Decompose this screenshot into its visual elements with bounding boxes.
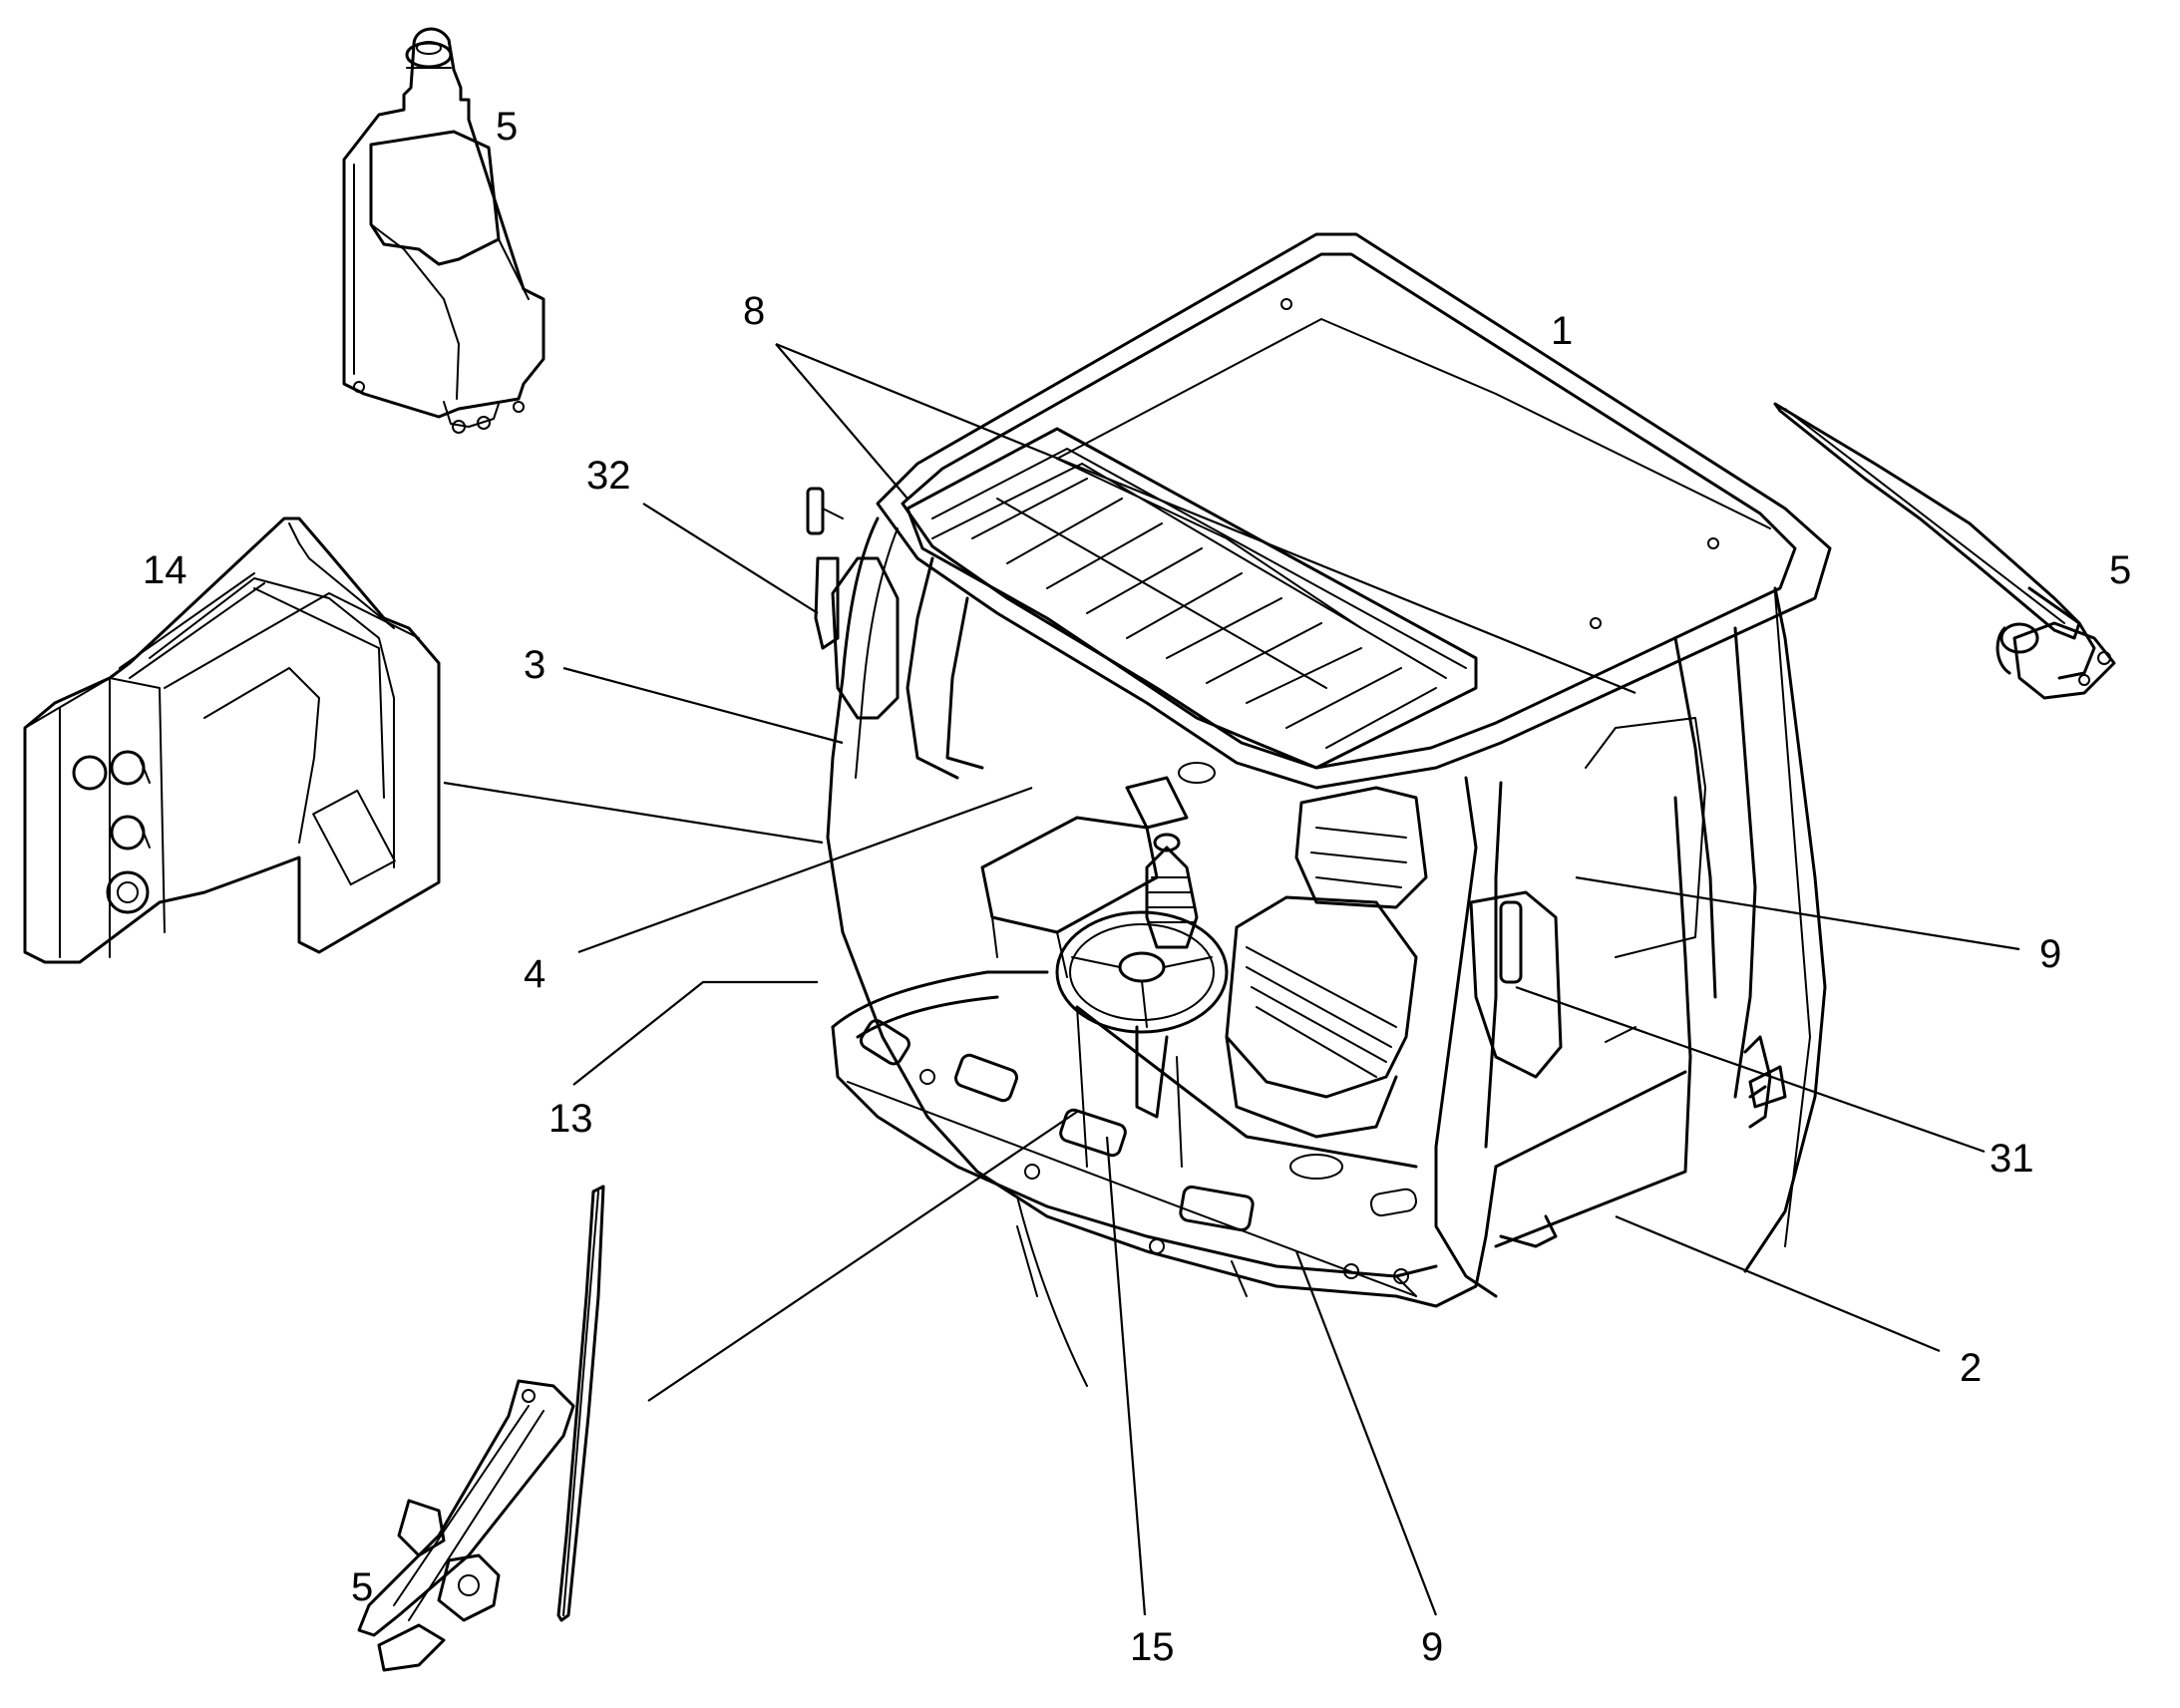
leader-15-diag — [647, 1111, 1078, 1402]
leader-31 — [1515, 985, 1986, 1154]
callout-4: 4 — [524, 952, 545, 996]
sun-visor-panel-part — [906, 427, 1478, 770]
leader-8a — [775, 343, 908, 500]
leader-15 — [1105, 1136, 1147, 1616]
cab-body-part — [806, 487, 1827, 1387]
callout-5-reservoir: 5 — [496, 105, 518, 149]
callout-8: 8 — [743, 289, 765, 333]
callout-15: 15 — [1130, 1625, 1175, 1669]
leader-9a — [1575, 875, 2020, 951]
callout-labels: 1 8 5 32 14 3 4 13 5 9 31 2 5 15 9 — [143, 105, 2131, 1669]
callout-2: 2 — [1960, 1346, 1982, 1390]
leader-lines — [443, 342, 2020, 1616]
leader-32 — [642, 503, 819, 614]
leader-8b — [775, 342, 1636, 695]
leader-14 — [443, 781, 824, 845]
leader-13 — [572, 980, 818, 1086]
callout-31: 31 — [1990, 1137, 2034, 1181]
callout-9-front: 9 — [1421, 1625, 1443, 1669]
callout-3: 3 — [524, 643, 545, 687]
callout-13: 13 — [548, 1097, 593, 1141]
leader-9b — [1294, 1250, 1438, 1616]
front-wiper-part — [357, 1185, 605, 1672]
callout-14: 14 — [143, 548, 187, 592]
rear-wiper-part — [1773, 402, 2116, 700]
callout-32: 32 — [586, 454, 631, 498]
callout-1: 1 — [1551, 309, 1573, 353]
leader-3 — [562, 666, 844, 745]
callout-9-window: 9 — [2039, 932, 2061, 976]
roof-frame-part — [876, 232, 1832, 790]
callout-5-rear-wiper: 5 — [2109, 548, 2131, 592]
leader-2 — [1615, 1214, 1941, 1353]
washer-reservoir-part — [342, 27, 545, 434]
heater-unit-part — [23, 516, 441, 964]
callout-5-front-wiper: 5 — [351, 1565, 373, 1609]
leader-4 — [577, 786, 1033, 954]
